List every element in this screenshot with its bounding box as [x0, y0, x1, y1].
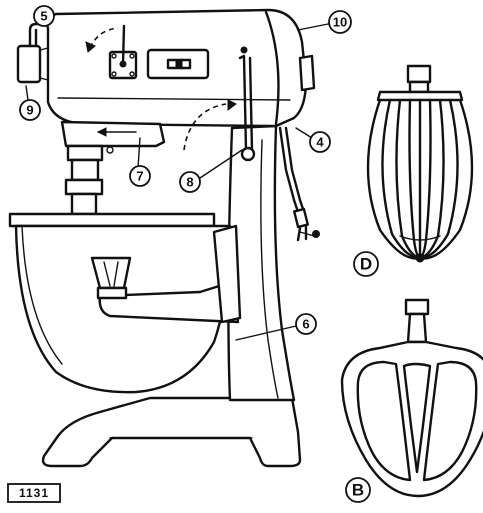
wire-whip-attachment: D — [353, 64, 474, 277]
svg-text:9: 9 — [26, 103, 33, 118]
callout-7: 7 — [129, 165, 151, 187]
svg-text:4: 4 — [316, 135, 324, 150]
figure-number: 1131 — [7, 483, 61, 503]
callout-4: 4 — [309, 131, 331, 153]
svg-text:6: 6 — [302, 317, 309, 332]
bowl-clamp — [90, 256, 132, 290]
svg-text:D: D — [360, 255, 372, 274]
callout-10: 10 — [328, 10, 352, 34]
bowl-clamp-base — [96, 286, 128, 300]
callout-8: 8 — [179, 171, 201, 193]
beater-opening-left — [356, 360, 412, 482]
bowl-rim — [8, 212, 216, 228]
whip-collar — [376, 90, 464, 102]
whip-wires — [366, 98, 474, 263]
flat-beater-attachment: B — [340, 298, 483, 503]
agitator-shaft — [70, 192, 98, 216]
beater-opening-right — [422, 360, 478, 482]
svg-text:B: B — [352, 481, 364, 500]
beater-label: B — [345, 477, 371, 503]
svg-text:1131: 1131 — [19, 486, 49, 500]
beater-opening-center — [402, 362, 432, 474]
whip-label: D — [353, 251, 379, 277]
mixer-head — [16, 8, 316, 128]
svg-text:7: 7 — [136, 169, 143, 184]
svg-text:10: 10 — [333, 15, 347, 30]
svg-text:8: 8 — [186, 175, 193, 190]
mixer: 4 5 6 7 8 9 10 — [8, 5, 352, 468]
callout-leaders — [25, 19, 329, 341]
plug-body — [293, 207, 309, 229]
svg-text:5: 5 — [40, 9, 47, 24]
beater-shaft — [406, 312, 428, 344]
mixer-base — [41, 396, 302, 468]
beater-hub — [404, 298, 430, 316]
callout-5: 5 — [33, 5, 55, 27]
attachment-hub — [16, 44, 42, 84]
mixing-bowl — [8, 212, 242, 394]
shaft — [70, 158, 100, 182]
whip-hub — [406, 64, 432, 84]
bowl-lift-handle-pivot — [240, 146, 256, 162]
callout-9: 9 — [19, 99, 41, 121]
power-cord — [278, 126, 320, 242]
shaft-lower-collar — [64, 178, 104, 196]
shaft-collar — [66, 144, 104, 162]
callout-6: 6 — [295, 313, 317, 335]
